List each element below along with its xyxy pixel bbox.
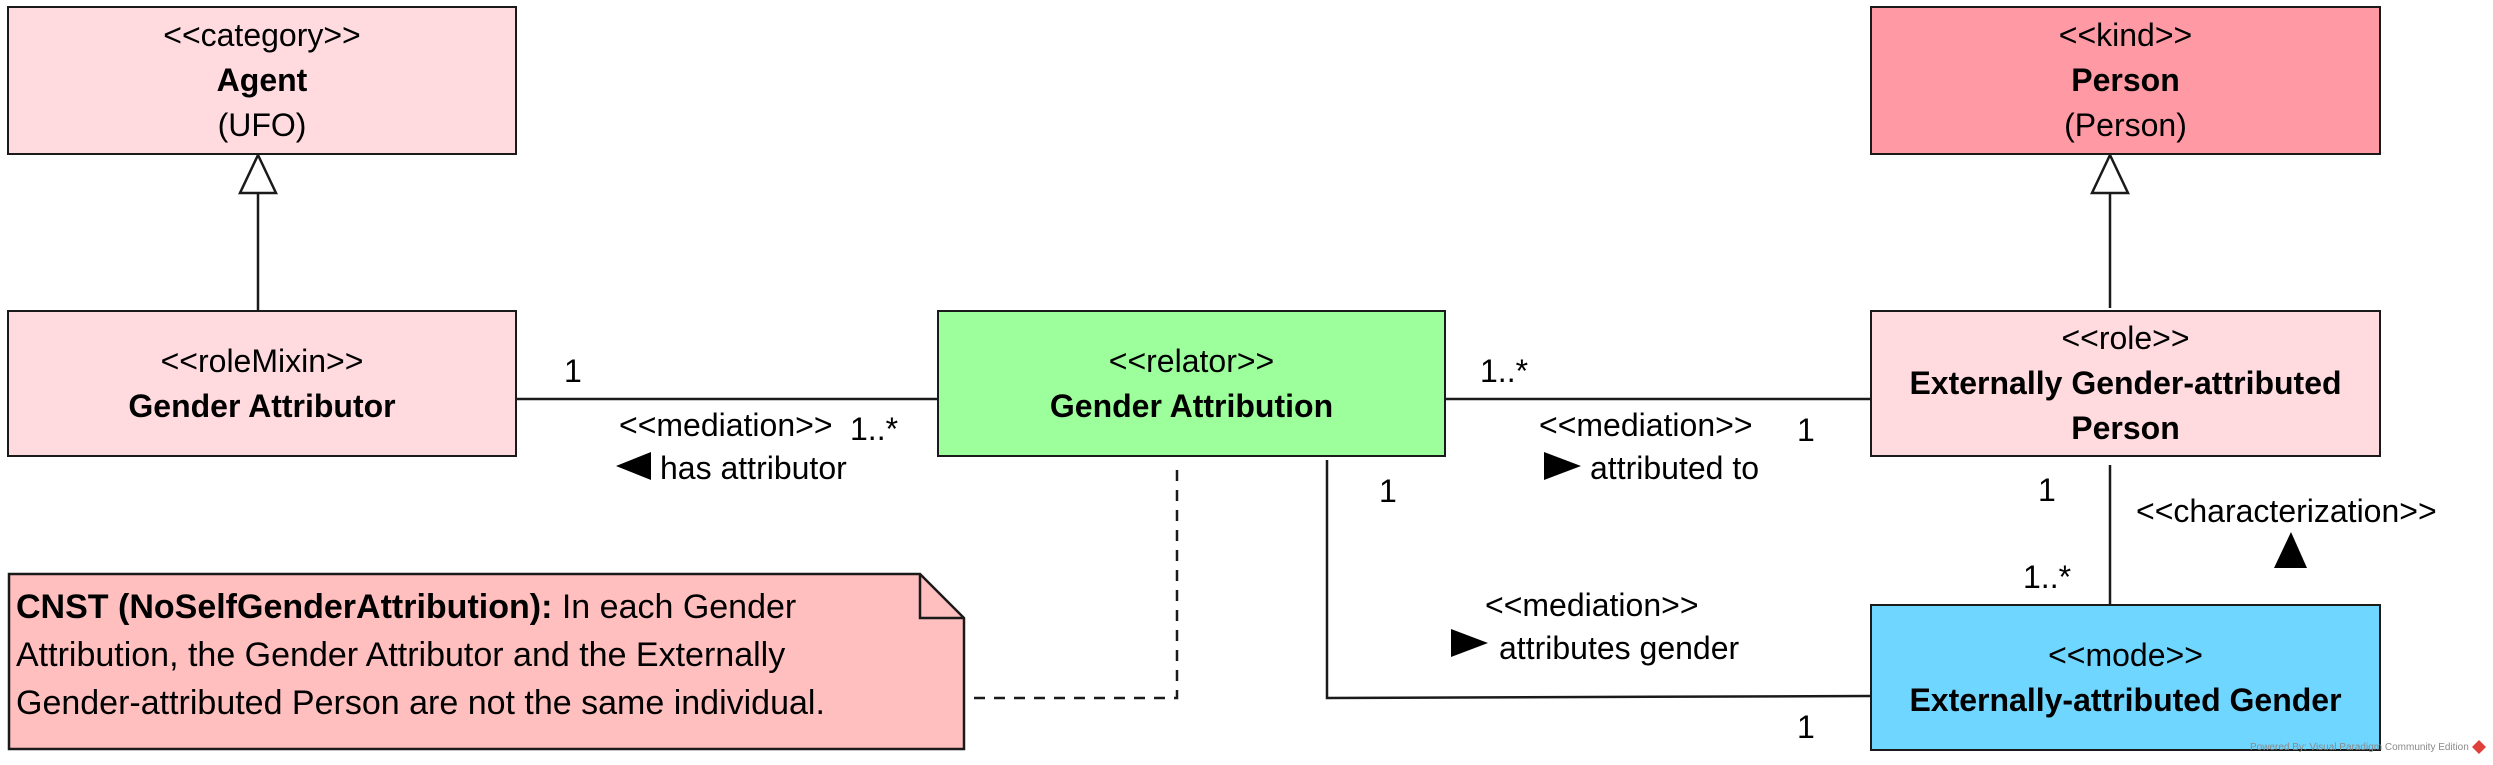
- stereotype-label: <<role>>: [2061, 320, 2190, 356]
- class-agent[interactable]: <<category>> Agent (UFO): [7, 6, 517, 155]
- note-anchor-line[interactable]: [964, 470, 1179, 700]
- watermark: Powered By: Visual Paradigm Community Ed…: [2250, 742, 2469, 753]
- association-name-label: attributes gender: [1499, 630, 1740, 666]
- association-name-label: attributed to: [1590, 450, 1759, 486]
- multiplicity-label: 1: [1797, 709, 1815, 745]
- class-name: Person: [2071, 62, 2180, 98]
- association-stereotype-label: <<characterization>>: [2136, 493, 2437, 529]
- association-name-label: has attributor: [660, 450, 847, 486]
- class-name-line1: Externally Gender-attributed: [1909, 365, 2342, 401]
- stereotype-label: <<category>>: [163, 17, 361, 53]
- class-externally-attributed-gender[interactable]: <<mode>> Externally-attributed Gender: [1870, 604, 2381, 751]
- stereotype-label: <<relator>>: [1108, 342, 1275, 379]
- note-title: CNST (NoSelfGenderAttribution):: [16, 588, 553, 626]
- class-name: Agent: [216, 62, 308, 98]
- note-text-line1: In each Gender: [552, 588, 797, 626]
- class-name-line2: Person: [2071, 410, 2180, 446]
- multiplicity-label: 1: [564, 353, 582, 389]
- constraint-note-text: CNST (NoSelfGenderAttribution): In each …: [16, 583, 946, 727]
- class-name: Externally-attributed Gender: [1909, 681, 2342, 718]
- constraint-note-shape: [7, 572, 966, 751]
- stereotype-label: <<kind>>: [2058, 17, 2193, 53]
- multiplicity-label: 1: [1797, 412, 1815, 448]
- note-text-line2: Attribution, the Gender Attributor and t…: [16, 636, 786, 674]
- direction-arrow-attributed-to: [1544, 452, 1581, 480]
- stereotype-label: <<roleMixin>>: [160, 342, 364, 379]
- class-gender-attributor[interactable]: <<roleMixin>> Gender Attributor: [7, 310, 517, 457]
- class-externally-gender-attributed-person[interactable]: <<role>> Externally Gender-attributed Pe…: [1870, 310, 2381, 457]
- mediation-line-attributes-gender[interactable]: [1325, 460, 1871, 700]
- generalization-arrowhead-person: [2090, 152, 2130, 195]
- note-folded-corner: [918, 574, 964, 620]
- visual-paradigm-logo-icon: [2472, 740, 2486, 754]
- multiplicity-label: 1: [1379, 473, 1397, 509]
- multiplicity-label: 1..*: [2023, 559, 2072, 595]
- class-gender-attribution[interactable]: <<relator>> Gender Attribution: [937, 310, 1446, 457]
- multiplicity-label: 1: [2038, 472, 2056, 508]
- stereotype-label: <<mode>>: [2048, 636, 2203, 673]
- class-origin: (UFO): [217, 107, 307, 143]
- multiplicity-label: 1..*: [1480, 353, 1529, 389]
- direction-arrow-has-attributor: [616, 452, 651, 480]
- class-name: Gender Attribution: [1049, 387, 1334, 424]
- class-name: Gender Attributor: [128, 387, 396, 424]
- association-stereotype-label: <<mediation>>: [619, 407, 833, 443]
- direction-arrow-attributes-gender: [1451, 629, 1488, 657]
- class-person[interactable]: <<kind>> Person (Person): [1870, 6, 2381, 155]
- note-text-line3: Gender-attributed Person are not the sam…: [16, 684, 825, 722]
- multiplicity-label: 1..*: [850, 411, 899, 447]
- class-origin: (Person): [2064, 107, 2187, 143]
- generalization-arrowhead-agent: [238, 152, 278, 195]
- direction-arrow-characterization: [2274, 532, 2307, 568]
- association-stereotype-label: <<mediation>>: [1539, 407, 1753, 443]
- association-stereotype-label: <<mediation>>: [1485, 587, 1699, 623]
